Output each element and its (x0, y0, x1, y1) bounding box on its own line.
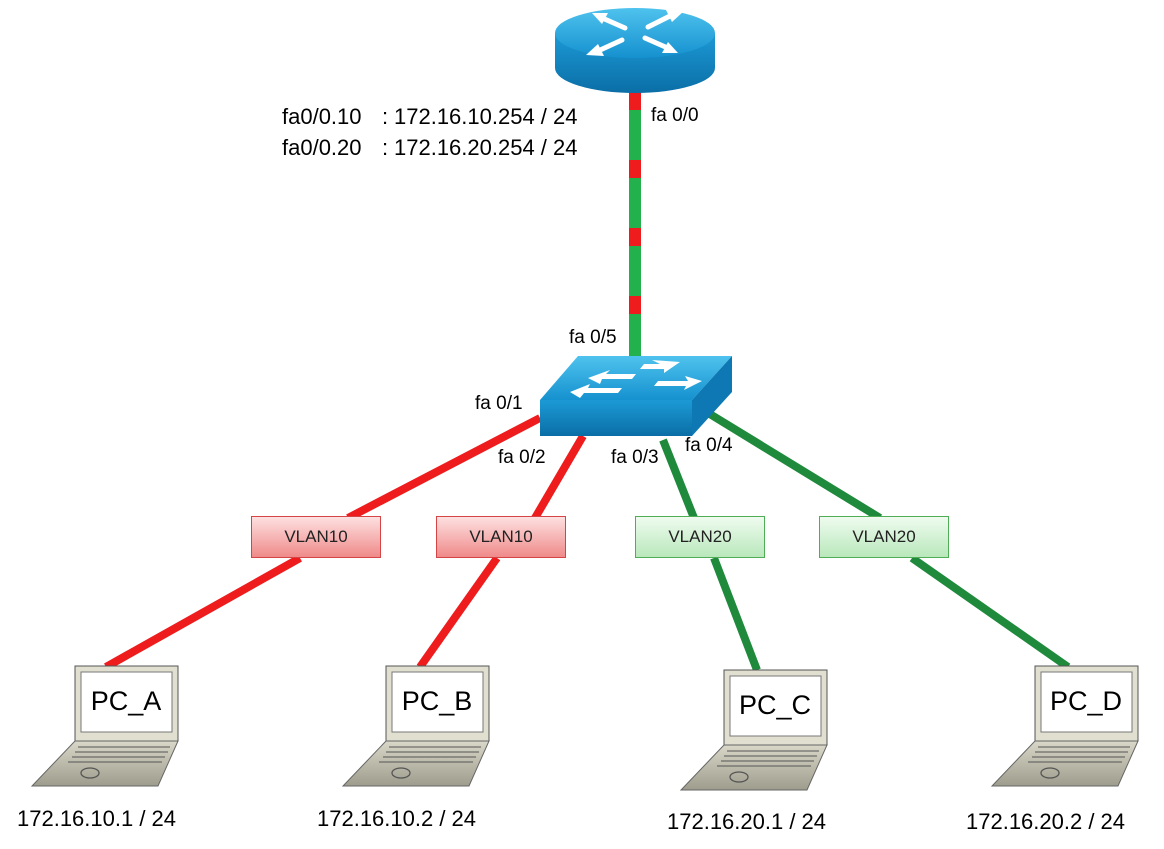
switch-port-3-label: fa 0/3 (611, 447, 659, 468)
laptop-display (391, 671, 484, 733)
vlan-tag-pc-c: VLAN20 (635, 516, 765, 558)
switch-side (692, 356, 732, 436)
router-icon[interactable] (555, 8, 715, 93)
pc-a-name: PC_A (90, 686, 162, 716)
switch-port-4-label: fa 0/4 (685, 435, 733, 456)
laptop-pc-a[interactable] (30, 665, 179, 787)
link-pc-d-upper (697, 404, 883, 522)
access-link-pc-d (697, 404, 1071, 671)
switch-port-2-label: fa 0/2 (498, 447, 546, 468)
vlan-tag-pc-d: VLAN20 (819, 516, 949, 558)
subinterface-sep-10: : (382, 104, 389, 129)
link-pc-a-upper (346, 414, 542, 522)
switch-arrows (570, 360, 702, 398)
switch-port-uplink-label: fa 0/5 (569, 327, 617, 348)
switch-front (540, 400, 692, 436)
vlan-tag-pc-b: VLAN10 (436, 516, 566, 558)
switch-port-1-label: fa 0/1 (475, 393, 523, 414)
pc-a-ip: 172.16.10.1 / 24 (17, 806, 177, 831)
link-pc-a-lower (104, 554, 302, 671)
laptop-trackpad (391, 767, 411, 779)
router-top (555, 8, 715, 58)
switch-icon[interactable] (540, 356, 732, 436)
laptop-base (679, 744, 828, 791)
subinterface-ip-20: 172.16.20.254 / 24 (394, 135, 578, 160)
laptop-trackpad (80, 767, 100, 779)
link-pc-d-lower (909, 554, 1071, 671)
subinterface-sep-20: : (382, 135, 389, 160)
pc-b-name: PC_B (401, 686, 473, 716)
pc-c-ip: 172.16.20.1 / 24 (667, 809, 827, 834)
laptop-pc-b[interactable] (341, 665, 490, 787)
laptop-trackpad (729, 771, 749, 783)
access-link-pc-a (104, 414, 542, 671)
link-pc-b-lower (416, 555, 501, 670)
subinterface-name-20: fa0/0.20 (282, 135, 362, 160)
laptop-display (729, 675, 822, 737)
link-pc-c-lower (710, 556, 761, 672)
laptop-pc-d[interactable] (990, 665, 1139, 787)
pc-d-ip: 172.16.20.2 / 24 (966, 809, 1126, 834)
pc-b-ip: 172.16.10.2 / 24 (317, 806, 477, 831)
link-pc-c-upper (659, 438, 698, 520)
laptop-display (80, 671, 173, 733)
laptop-trackpad (1040, 767, 1060, 779)
access-link-pc-c (659, 438, 761, 672)
laptop-base (341, 740, 490, 787)
router-port-label: fa 0/0 (651, 105, 699, 126)
router-arrows (586, 10, 684, 56)
pc-d-name: PC_D (1049, 686, 1123, 716)
vlan-tag-pc-a: VLAN10 (251, 516, 381, 558)
subinterface-ip-10: 172.16.10.254 / 24 (394, 104, 578, 129)
pc-c-name: PC_C (738, 690, 812, 720)
subinterface-name-10: fa0/0.10 (282, 104, 362, 129)
link-pc-b-upper (531, 433, 587, 521)
laptop-display (1040, 671, 1133, 733)
laptop-base (30, 740, 179, 787)
laptop-base (990, 740, 1139, 787)
access-link-pc-b (416, 433, 587, 670)
laptop-pc-c[interactable] (679, 669, 828, 791)
